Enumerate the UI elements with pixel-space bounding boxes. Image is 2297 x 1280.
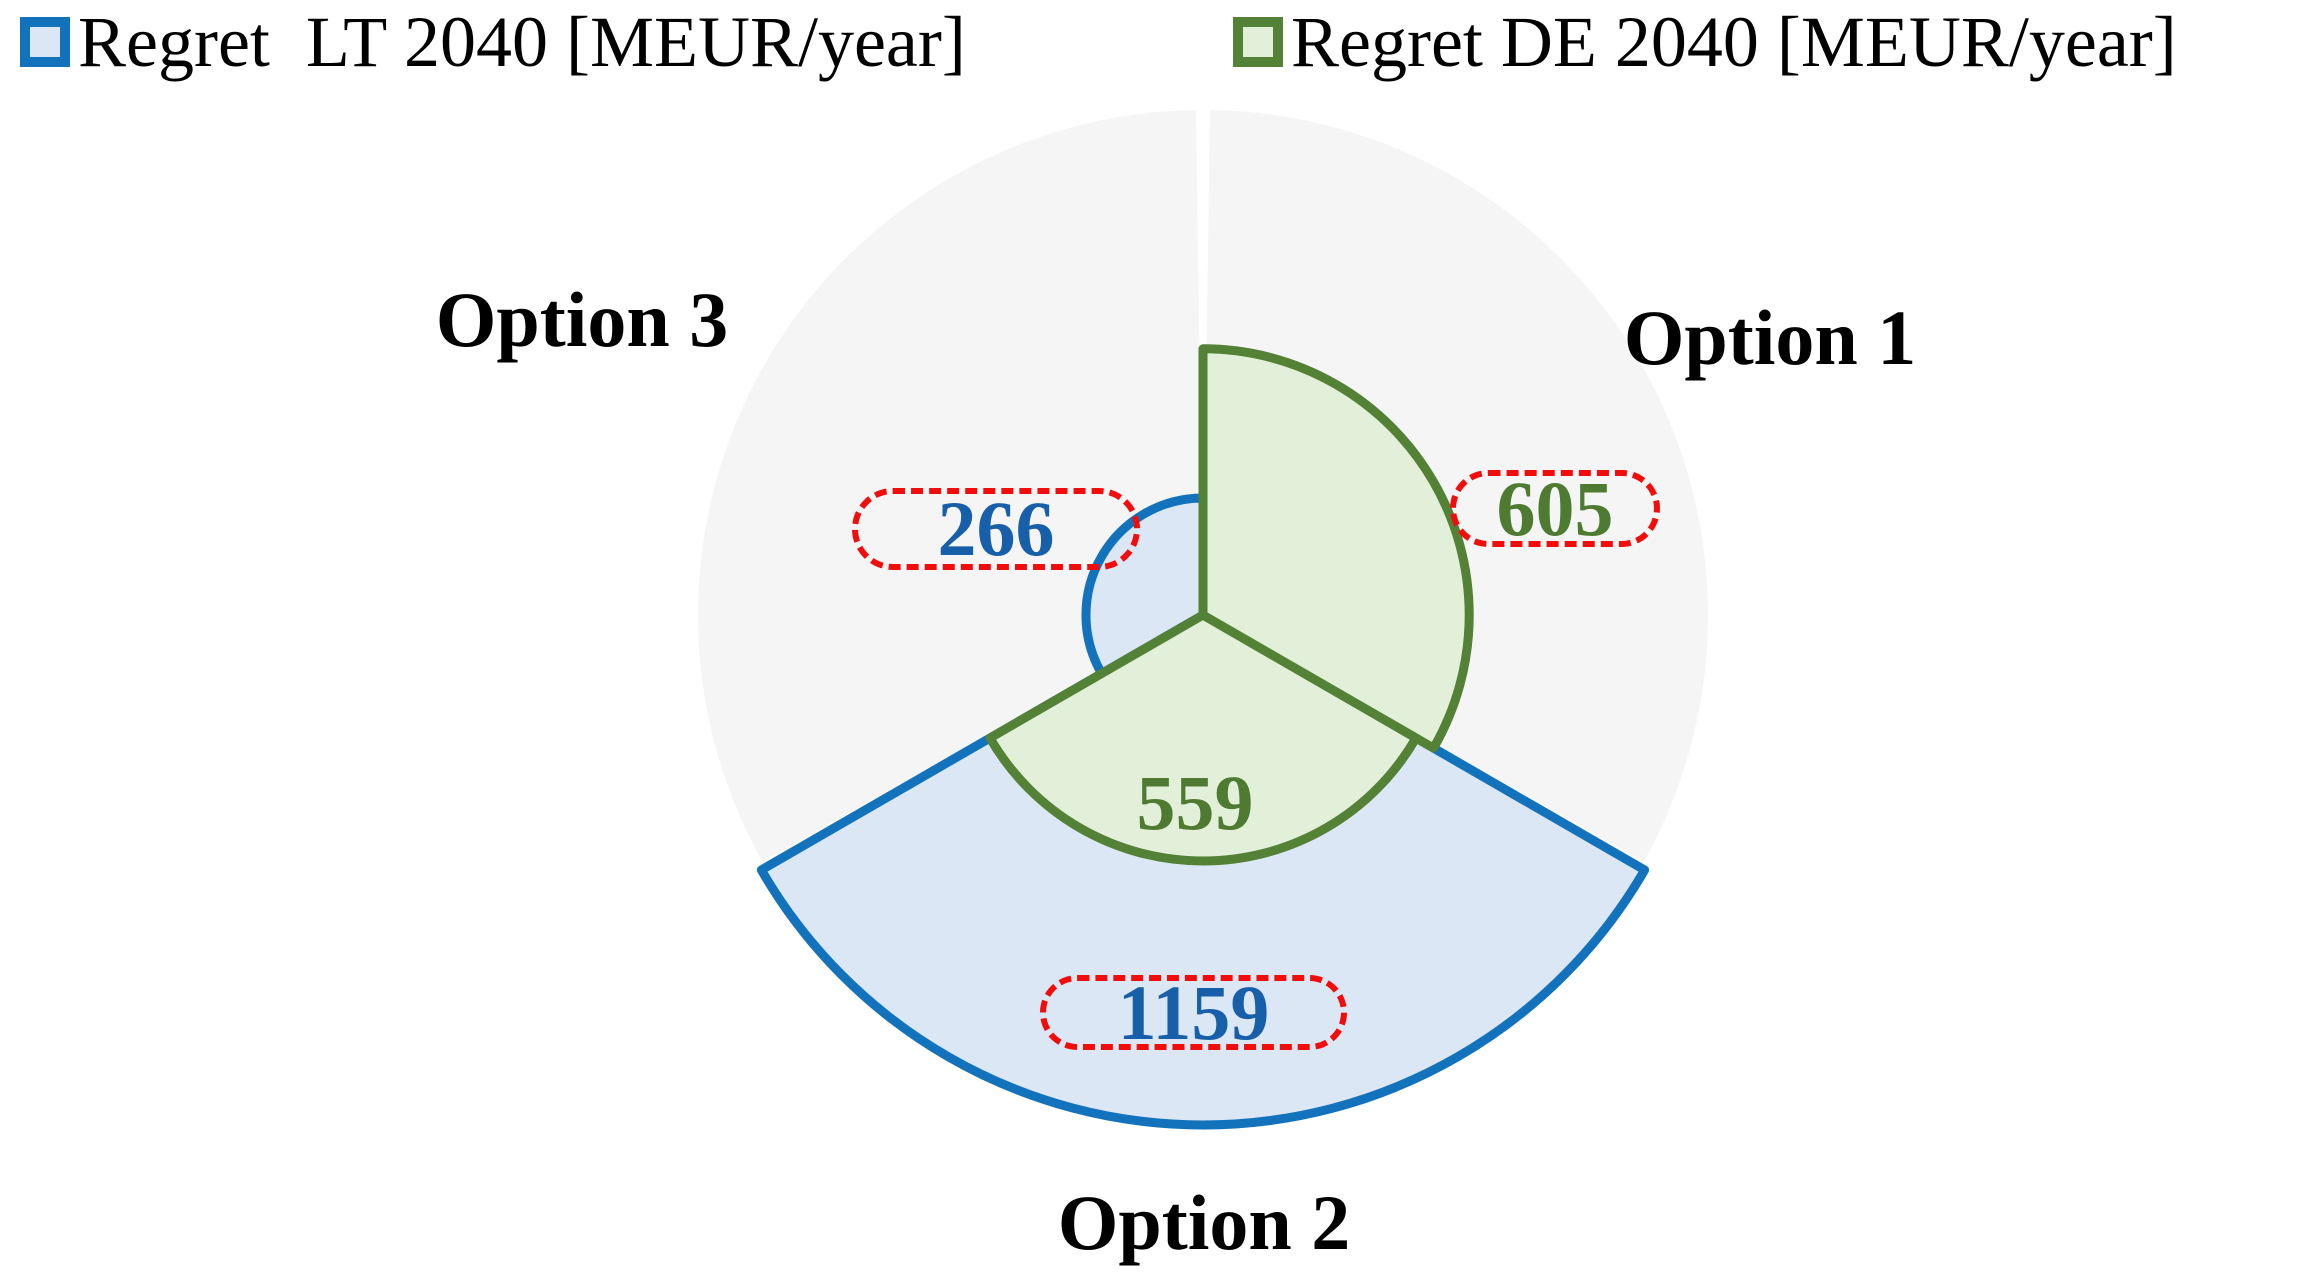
category-label-option-3: Option 3 [435, 276, 729, 363]
value-badge-option1-de: 605 [1450, 464, 1660, 552]
legend-item-regret-de: Regret DE 2040 [MEUR/year] [1233, 2, 2177, 82]
value-badge-option2-lt: 1159 [1040, 968, 1347, 1056]
green-square-icon [1233, 17, 1283, 67]
legend-label-regret-de: Regret DE 2040 [MEUR/year] [1291, 2, 2177, 82]
background-sector-option-3 [698, 110, 1203, 862]
category-label-option-1: Option 1 [1623, 294, 1917, 381]
value-option2-de: 559 [1136, 759, 1254, 846]
legend-label-regret-lt: Regret LT 2040 [MEUR/year] [78, 2, 966, 82]
category-label-option-2: Option 2 [1057, 1179, 1351, 1266]
blue-square-icon [20, 17, 70, 67]
wedge-de-option-1 [1198, 344, 1474, 753]
wedge-lt-option-2 [756, 610, 1650, 1130]
value-option3-lt: 266 [937, 485, 1055, 572]
value-badge-option3-lt: 266 [852, 488, 1140, 570]
legend-item-regret-lt: Regret LT 2040 [MEUR/year] [20, 2, 966, 82]
value-option1-de: 605 [1496, 464, 1614, 552]
value-option2-lt: 1159 [1117, 968, 1270, 1056]
